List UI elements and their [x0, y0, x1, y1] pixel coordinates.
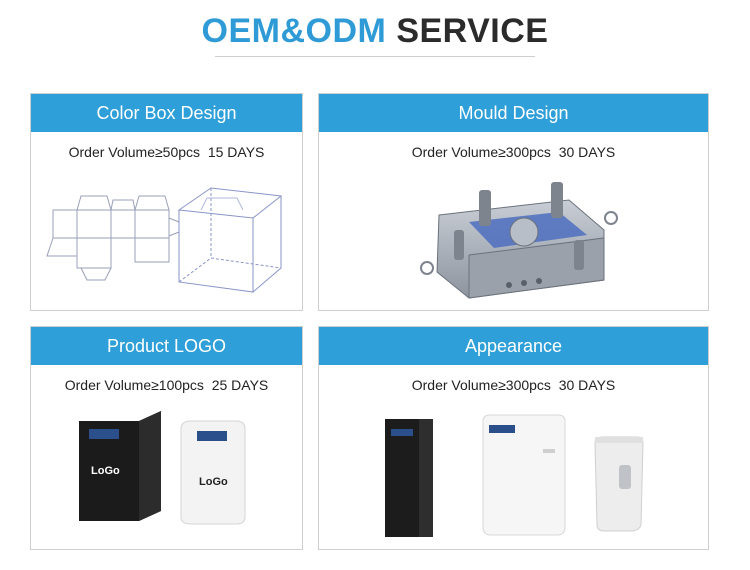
order-volume: Order Volume≥100pcs: [64, 377, 204, 393]
tall-black-unit-icon: [385, 419, 433, 537]
card-appearance: Appearance Order Volume≥300pcs 30 DAYS: [318, 326, 709, 550]
lead-time: 15 DAYS: [207, 144, 265, 160]
lead-time: 25 DAYS: [211, 377, 269, 393]
card-header: Color Box Design: [31, 94, 302, 132]
card-order-info: Order Volume≥100pcs 25 DAYS: [31, 377, 302, 393]
title-divider: [215, 56, 535, 57]
lead-time: 30 DAYS: [558, 377, 616, 393]
card-order-info: Order Volume≥300pcs 30 DAYS: [319, 144, 708, 160]
logo-mark: LoGo: [91, 465, 120, 477]
card-order-info: Order Volume≥50pcs 15 DAYS: [31, 144, 302, 160]
card-header: Appearance: [319, 327, 708, 365]
page-title: OEM&ODM SERVICE: [0, 12, 750, 51]
white-softener-icon: [482, 414, 566, 536]
black-unit-icon: LoGo: [79, 411, 161, 521]
card-order-info: Order Volume≥300pcs 30 DAYS: [319, 377, 708, 393]
card-color-box-design: Color Box Design Order Volume≥50pcs 15 D…: [30, 93, 303, 311]
mould-illustration: [319, 160, 708, 310]
box-dieline-icon: [46, 195, 180, 281]
card-header: Product LOGO: [31, 327, 302, 365]
order-volume: Order Volume≥50pcs: [68, 144, 201, 160]
appearance-products-illustration: [319, 399, 708, 549]
title-accent: OEM&ODM: [201, 12, 387, 50]
card-product-logo: Product LOGO Order Volume≥100pcs 25 DAYS…: [30, 326, 303, 550]
lead-time: 30 DAYS: [558, 144, 616, 160]
mould-icon: [420, 182, 618, 299]
dispenser-icon: [594, 436, 644, 532]
order-volume: Order Volume≥300pcs: [411, 144, 551, 160]
box-design-illustration: [31, 170, 302, 310]
card-header: Mould Design: [319, 94, 708, 132]
title-rest: SERVICE: [396, 12, 549, 50]
card-mould-design: Mould Design Order Volume≥300pcs 30 DAYS: [318, 93, 709, 311]
white-unit-icon: LoGo: [180, 420, 246, 525]
box-3d-icon: [177, 187, 283, 293]
order-volume: Order Volume≥300pcs: [411, 377, 551, 393]
logo-products-illustration: LoGo LoGo: [31, 399, 302, 549]
logo-mark: LoGo: [199, 476, 228, 488]
